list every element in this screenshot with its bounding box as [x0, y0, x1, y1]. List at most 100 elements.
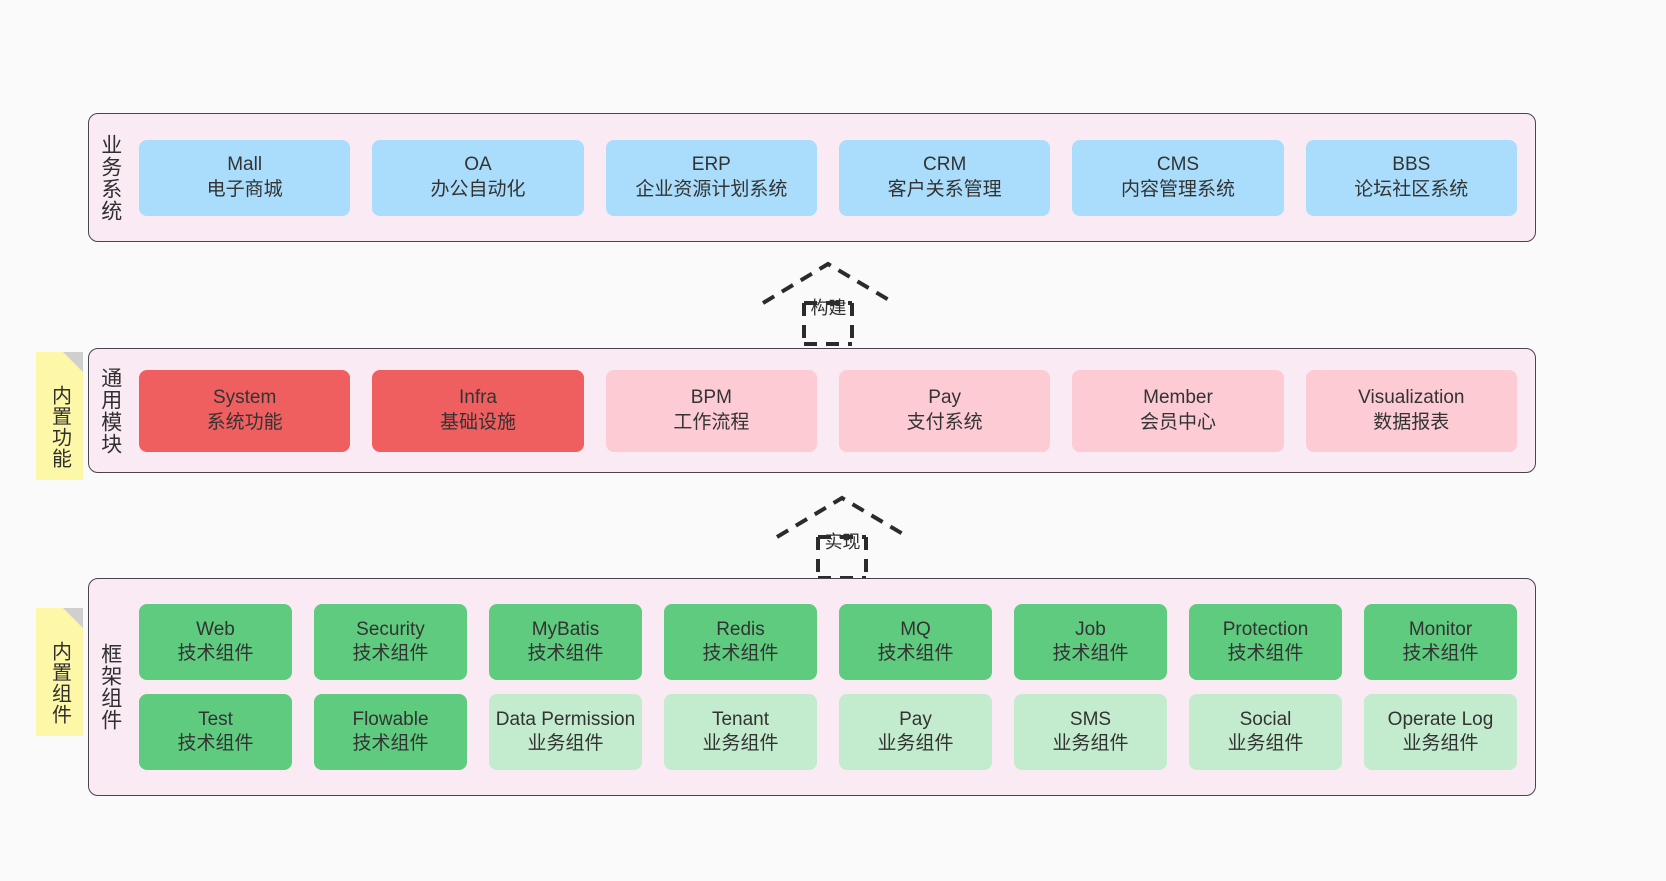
card-title: Tenant	[711, 708, 770, 730]
card-mq[interactable]: MQ 技术组件	[839, 604, 992, 680]
card-row: Web 技术组件 Security 技术组件 MyBatis 技术组件 Redi…	[139, 604, 1517, 680]
card-mall[interactable]: Mall 电子商城	[139, 139, 351, 216]
layer-title-business-system: 业务系统	[98, 133, 122, 222]
card-system[interactable]: System 系统功能	[139, 369, 351, 452]
card-title: MyBatis	[531, 618, 600, 640]
card-subtitle: 技术组件	[177, 643, 254, 664]
card-operate-log[interactable]: Operate Log 业务组件	[1364, 694, 1517, 770]
card-tenant[interactable]: Tenant 业务组件	[664, 694, 817, 770]
card-web[interactable]: Web 技术组件	[139, 604, 292, 680]
card-title: Member	[1143, 387, 1213, 409]
card-title: Infra	[458, 387, 497, 409]
card-mybatis[interactable]: MyBatis 技术组件	[489, 604, 642, 680]
card-sms[interactable]: SMS 业务组件	[1014, 694, 1167, 770]
card-member[interactable]: Member 会员中心	[1072, 369, 1284, 452]
layer-common-module: 通用模块 System 系统功能 Infra 基础设施 BPM 工作流程 Pay…	[88, 348, 1536, 473]
fold-corner-icon	[63, 608, 83, 628]
card-pay-business[interactable]: Pay 业务组件	[839, 694, 992, 770]
card-title: CRM	[923, 154, 967, 176]
card-protection[interactable]: Protection 技术组件	[1189, 604, 1342, 680]
card-subtitle: 会员中心	[1139, 411, 1216, 433]
card-title: Pay	[899, 708, 932, 730]
card-title: OA	[464, 154, 492, 176]
card-title: Protection	[1222, 618, 1309, 640]
card-infra[interactable]: Infra 基础设施	[372, 369, 584, 452]
card-title: ERP	[691, 154, 731, 176]
layer-business-system: 业务系统 Mall 电子商城 OA 办公自动化 ERP 企业资源计划系统 CRM…	[88, 113, 1536, 242]
card-title: Visualization	[1358, 387, 1465, 409]
note-label: 内置功能	[48, 385, 71, 469]
fold-corner-icon	[63, 352, 83, 372]
card-crm[interactable]: CRM 客户关系管理	[838, 139, 1051, 216]
card-title: System	[212, 387, 277, 409]
layer-body-framework-component: Web 技术组件 Security 技术组件 MyBatis 技术组件 Redi…	[131, 579, 1535, 795]
card-oa[interactable]: OA 办公自动化	[372, 139, 584, 216]
card-bbs[interactable]: BBS 论坛社区系统	[1305, 139, 1517, 216]
layer-body-business-system: Mall 电子商城 OA 办公自动化 ERP 企业资源计划系统 CRM 客户关系…	[131, 114, 1535, 241]
card-job[interactable]: Job 技术组件	[1014, 604, 1167, 680]
card-title: Flowable	[352, 708, 429, 730]
card-subtitle: 电子商城	[206, 178, 283, 200]
card-subtitle: 业务组件	[527, 733, 604, 754]
card-subtitle: 基础设施	[439, 411, 516, 433]
card-bpm[interactable]: BPM 工作流程	[605, 369, 817, 452]
card-subtitle: 内容管理系统	[1120, 178, 1235, 200]
card-row: System 系统功能 Infra 基础设施 BPM 工作流程 Pay 支付系统…	[139, 369, 1517, 452]
card-subtitle: 支付系统	[906, 411, 983, 433]
card-title: Test	[198, 708, 233, 730]
card-subtitle: 工作流程	[673, 411, 750, 433]
card-title: Mall	[227, 154, 263, 176]
card-subtitle: 业务组件	[702, 733, 779, 754]
card-title: Redis	[716, 618, 765, 640]
card-subtitle: 技术组件	[177, 733, 254, 754]
card-title: Monitor	[1408, 618, 1473, 640]
card-subtitle: 数据报表	[1373, 411, 1450, 433]
connector-build-label: 构建	[810, 298, 847, 318]
card-pay[interactable]: Pay 支付系统	[838, 369, 1051, 452]
card-erp[interactable]: ERP 企业资源计划系统	[605, 139, 817, 216]
card-test[interactable]: Test 技术组件	[139, 694, 292, 770]
card-row: Test 技术组件 Flowable 技术组件 Data Permission …	[139, 694, 1517, 770]
card-social[interactable]: Social 业务组件	[1189, 694, 1342, 770]
card-monitor[interactable]: Monitor 技术组件	[1364, 604, 1517, 680]
card-subtitle: 业务组件	[1227, 733, 1304, 754]
layer-framework-component: 框架组件 Web 技术组件 Security 技术组件 MyBatis 技术组件…	[88, 578, 1536, 796]
card-subtitle: 技术组件	[1052, 643, 1129, 664]
card-title: Job	[1075, 618, 1106, 640]
card-subtitle: 技术组件	[1227, 643, 1304, 664]
card-subtitle: 客户关系管理	[887, 178, 1002, 200]
card-data-permission[interactable]: Data Permission 业务组件	[489, 694, 642, 770]
card-title: BBS	[1392, 154, 1431, 176]
card-security[interactable]: Security 技术组件	[314, 604, 467, 680]
card-title: Social	[1239, 708, 1292, 730]
card-flowable[interactable]: Flowable 技术组件	[314, 694, 467, 770]
connector-build: 构建	[756, 258, 901, 346]
card-title: BPM	[690, 387, 732, 409]
card-subtitle: 论坛社区系统	[1354, 178, 1469, 200]
card-subtitle: 技术组件	[527, 643, 604, 664]
card-cms[interactable]: CMS 内容管理系统	[1072, 139, 1284, 216]
card-redis[interactable]: Redis 技术组件	[664, 604, 817, 680]
card-subtitle: 企业资源计划系统	[635, 178, 788, 200]
card-visualization[interactable]: Visualization 数据报表	[1305, 369, 1517, 452]
layer-title-framework-component: 框架组件	[98, 643, 122, 731]
card-title: MQ	[900, 618, 931, 640]
card-title: Data Permission	[495, 708, 636, 730]
card-subtitle: 业务组件	[1402, 733, 1479, 754]
card-subtitle: 技术组件	[877, 643, 954, 664]
connector-build-arrow	[761, 261, 896, 346]
card-title: SMS	[1069, 708, 1112, 730]
card-title: Security	[356, 618, 425, 640]
note-builtin-function: 内置功能	[36, 352, 83, 480]
card-title: CMS	[1156, 154, 1200, 176]
card-subtitle: 办公自动化	[430, 178, 526, 200]
card-title: Pay	[928, 387, 962, 409]
connector-implement-label: 实现	[824, 532, 861, 552]
card-subtitle: 技术组件	[1402, 643, 1479, 664]
card-subtitle: 技术组件	[352, 643, 429, 664]
note-builtin-component: 内置组件	[36, 608, 83, 736]
layer-title-common-module: 通用模块	[98, 366, 122, 455]
card-subtitle: 技术组件	[702, 643, 779, 664]
card-title: Operate Log	[1387, 708, 1494, 730]
